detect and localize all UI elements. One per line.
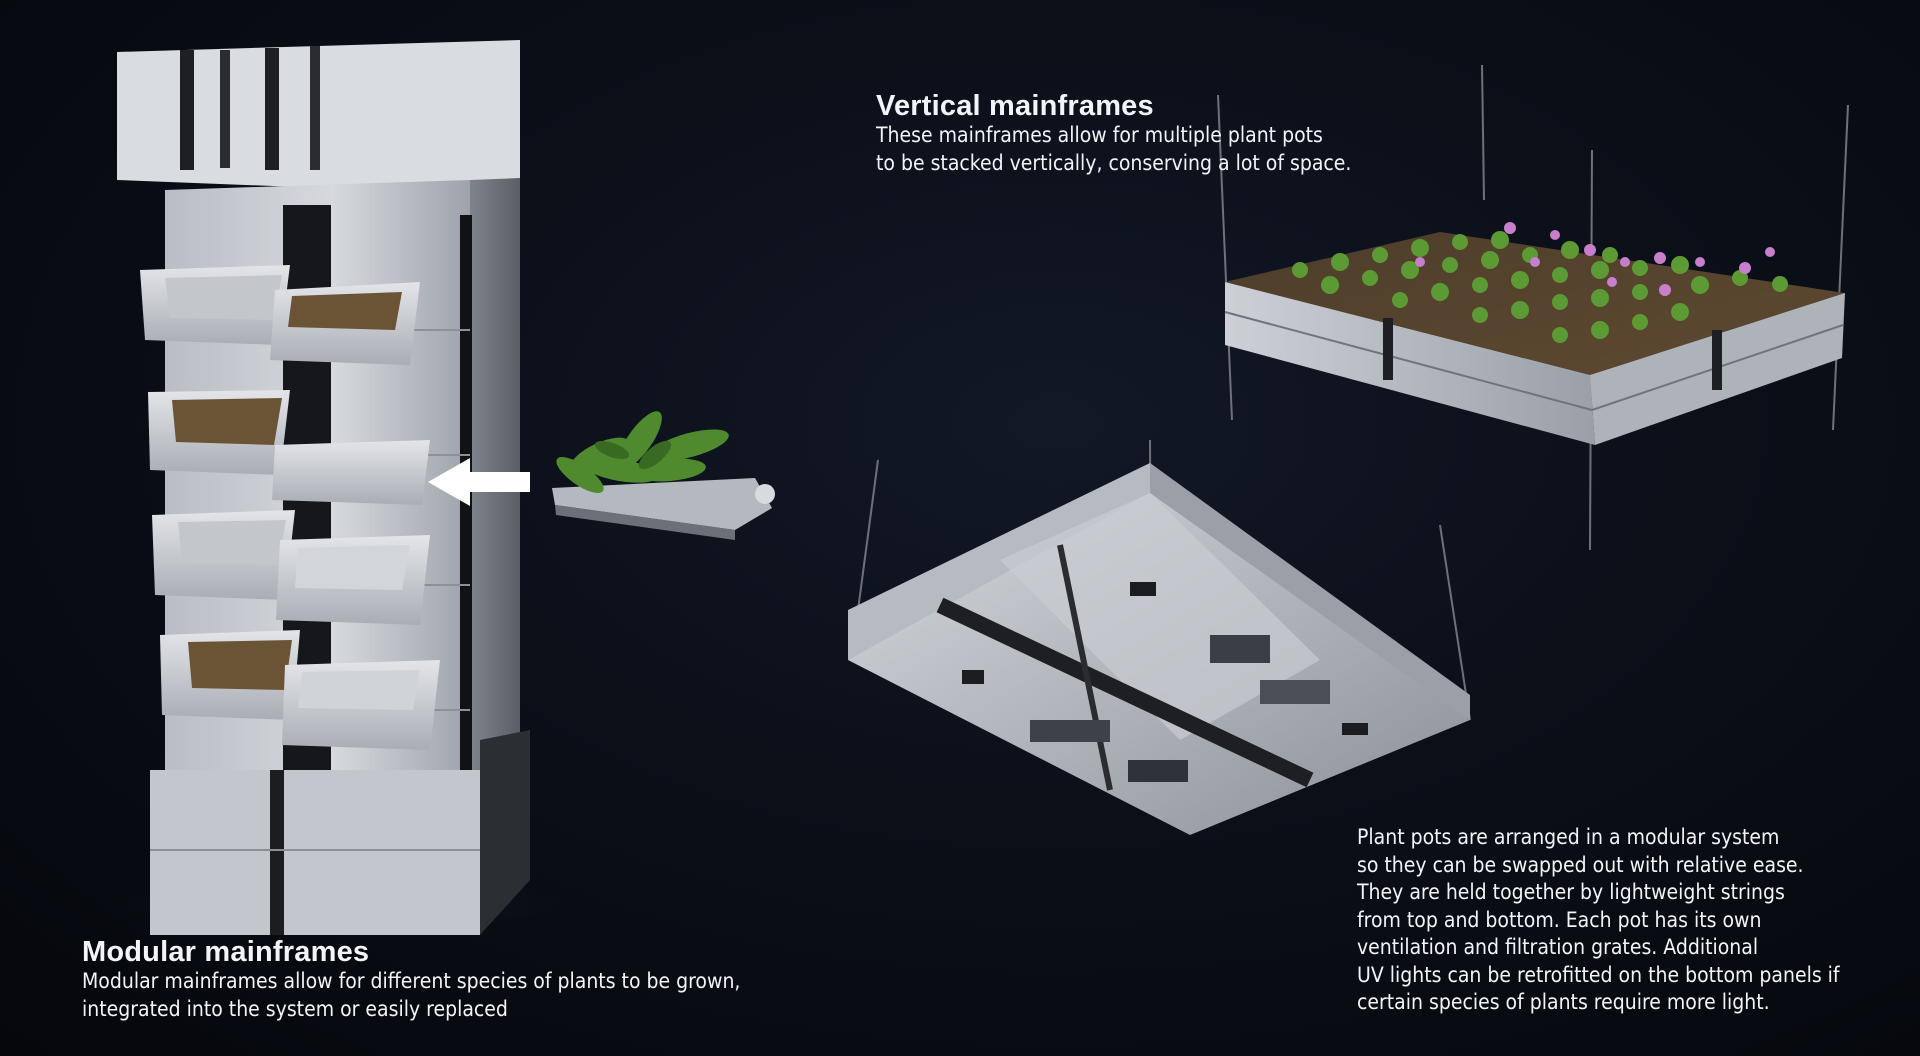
pots-description-line: They are held together by lightweight st… xyxy=(1357,880,1785,904)
modular-description-line: Modular mainframes allow for different s… xyxy=(82,969,741,993)
modular-mainframes-caption: Modular mainframes Modular mainframes al… xyxy=(82,936,740,1023)
arrow-left-icon xyxy=(428,458,530,506)
plant-pots-caption: Plant pots are arranged in a modular sys… xyxy=(1357,824,1840,1017)
vertical-description-line: These mainframes allow for multiple plan… xyxy=(876,123,1323,147)
pots-description-line: UV lights can be retrofitted on the bott… xyxy=(1357,962,1840,987)
modular-mainframe-tower xyxy=(95,40,575,935)
plant-pots-description: Plant pots are arranged in a modular sys… xyxy=(1357,824,1840,1017)
pots-description-line: ventilation and filtration grates. Addit… xyxy=(1357,935,1759,959)
vertical-mainframes-caption: Vertical mainframes These mainframes all… xyxy=(876,90,1351,177)
pots-description-line: from top and bottom. Each pot has its ow… xyxy=(1357,907,1762,932)
vertical-mainframes-heading: Vertical mainframes xyxy=(876,90,1154,122)
planted-pot-module xyxy=(552,411,775,540)
modular-description-line: integrated into the system or easily rep… xyxy=(82,996,508,1021)
pots-description-line: certain species of plants require more l… xyxy=(1357,990,1770,1014)
modular-mainframes-heading: Modular mainframes xyxy=(82,936,370,968)
pots-description-line: so they can be swapped out with relative… xyxy=(1357,852,1804,877)
pots-description-line: Plant pots are arranged in a modular sys… xyxy=(1357,825,1780,849)
vertical-description-line: to be stacked vertically, conserving a l… xyxy=(876,150,1352,175)
vertical-mainframes-description: These mainframes allow for multiple plan… xyxy=(876,122,1351,177)
pot-underside-view xyxy=(848,439,1471,835)
modular-mainframes-description: Modular mainframes allow for different s… xyxy=(82,968,740,1023)
vertical-mainframe-planted-slab xyxy=(1217,64,1849,551)
